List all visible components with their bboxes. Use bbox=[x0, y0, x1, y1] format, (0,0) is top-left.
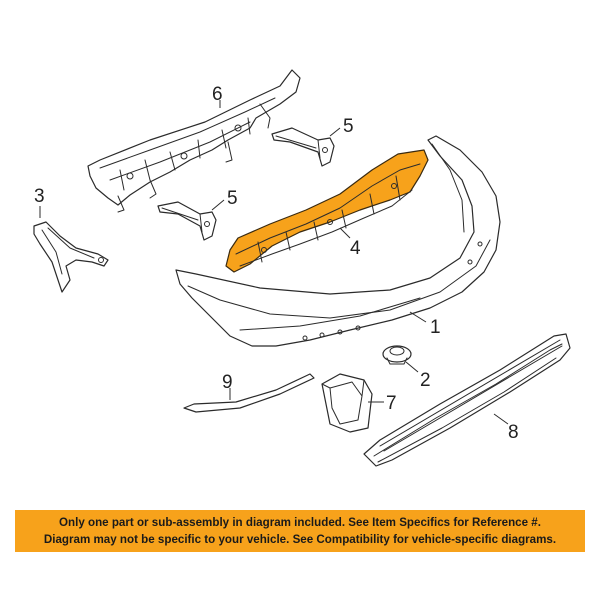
reinforcement-beam-part-6 bbox=[87, 69, 301, 213]
side-bracket-part-3 bbox=[33, 221, 109, 293]
bracket-part-5-upper bbox=[271, 127, 335, 167]
leader-4 bbox=[339, 227, 351, 239]
disclaimer-line-1: Only one part or sub-assembly in diagram… bbox=[59, 516, 541, 529]
disclaimer-banner: Only one part or sub-assembly in diagram… bbox=[15, 510, 585, 552]
callout-5-lower: 5 bbox=[227, 188, 238, 209]
leader-5-upper bbox=[329, 127, 341, 137]
housing-part-7 bbox=[321, 373, 373, 433]
leader-5-lower bbox=[211, 199, 225, 211]
callout-7: 7 bbox=[386, 393, 397, 414]
bumper-cover-part-1 bbox=[175, 135, 501, 347]
leader-2 bbox=[405, 361, 419, 373]
step-pad-part-8 bbox=[363, 333, 571, 467]
callout-3: 3 bbox=[34, 186, 45, 207]
bracket-part-5-lower bbox=[157, 201, 217, 241]
callout-1: 1 bbox=[430, 317, 441, 338]
callout-4: 4 bbox=[350, 238, 361, 259]
callout-8: 8 bbox=[508, 422, 519, 443]
energy-absorber-part-4 bbox=[225, 149, 429, 273]
leader-8 bbox=[493, 413, 509, 425]
callout-5-upper: 5 bbox=[343, 116, 354, 137]
clip-part-2 bbox=[382, 345, 412, 365]
molding-strip-part-9 bbox=[183, 373, 315, 413]
callout-2: 2 bbox=[420, 370, 431, 391]
leader-1 bbox=[409, 311, 427, 323]
callout-9: 9 bbox=[222, 372, 233, 393]
disclaimer-line-2: Diagram may not be specific to your vehi… bbox=[43, 533, 557, 546]
callout-6: 6 bbox=[212, 84, 223, 105]
